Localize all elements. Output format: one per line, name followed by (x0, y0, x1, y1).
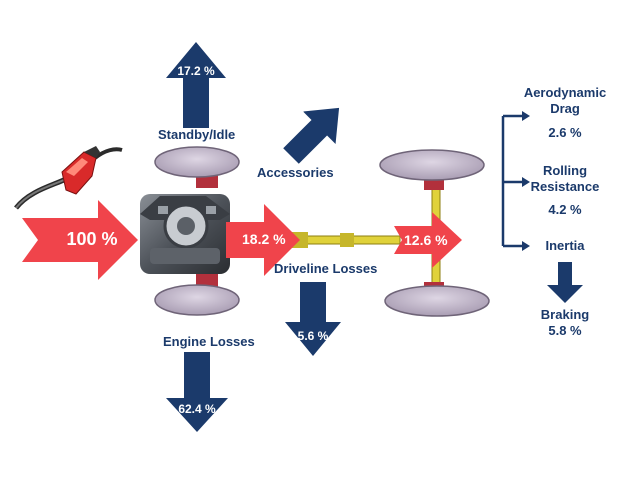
accessories-label: Accessories (257, 165, 334, 180)
inertia-label: Inertia (545, 238, 585, 253)
wheel-icon (154, 146, 240, 178)
driveline-losses-label: Driveline Losses (274, 261, 378, 276)
driveline-losses-value: 5.6 % (297, 329, 329, 343)
engine-losses-arrow (166, 352, 228, 432)
driveline-losses-arrow (285, 282, 341, 356)
aero-drag-value: 2.6 % (548, 125, 582, 140)
driveline-output-arrow (394, 212, 462, 268)
rolling-resistance-label-line1: Rolling (542, 163, 588, 178)
engine-losses-label: Engine Losses (163, 334, 255, 349)
braking-label: Braking (540, 307, 590, 322)
input-energy-value: 100 % (66, 229, 118, 249)
input-energy-arrow (22, 200, 138, 280)
braking-arrow (547, 262, 583, 303)
standby-label: Standby/Idle (158, 127, 236, 142)
engine-output-value: 18.2 % (242, 231, 286, 247)
road-load-bracket-arrowheads (522, 111, 530, 251)
rolling-resistance-label-line2: Resistance (530, 179, 600, 194)
rolling-resistance-value: 4.2 % (548, 202, 582, 217)
fuel-nozzle-icon (14, 146, 123, 210)
road-load-bracket (501, 114, 524, 248)
aero-drag-label-line1: Aerodynamic (523, 85, 607, 100)
braking-value: 5.8 % (548, 323, 582, 338)
engine-icon (140, 194, 230, 274)
engine-output-arrow (226, 204, 300, 276)
standby-arrow (166, 42, 226, 128)
standby-value: 17.2 % (177, 64, 215, 78)
aero-drag-label-line2: Drag (550, 101, 580, 116)
engine-losses-value: 62.4 % (178, 402, 216, 416)
driveline-output-value: 12.6 % (404, 232, 448, 248)
front-wheels (154, 146, 240, 316)
accessories-arrow (283, 107, 340, 164)
